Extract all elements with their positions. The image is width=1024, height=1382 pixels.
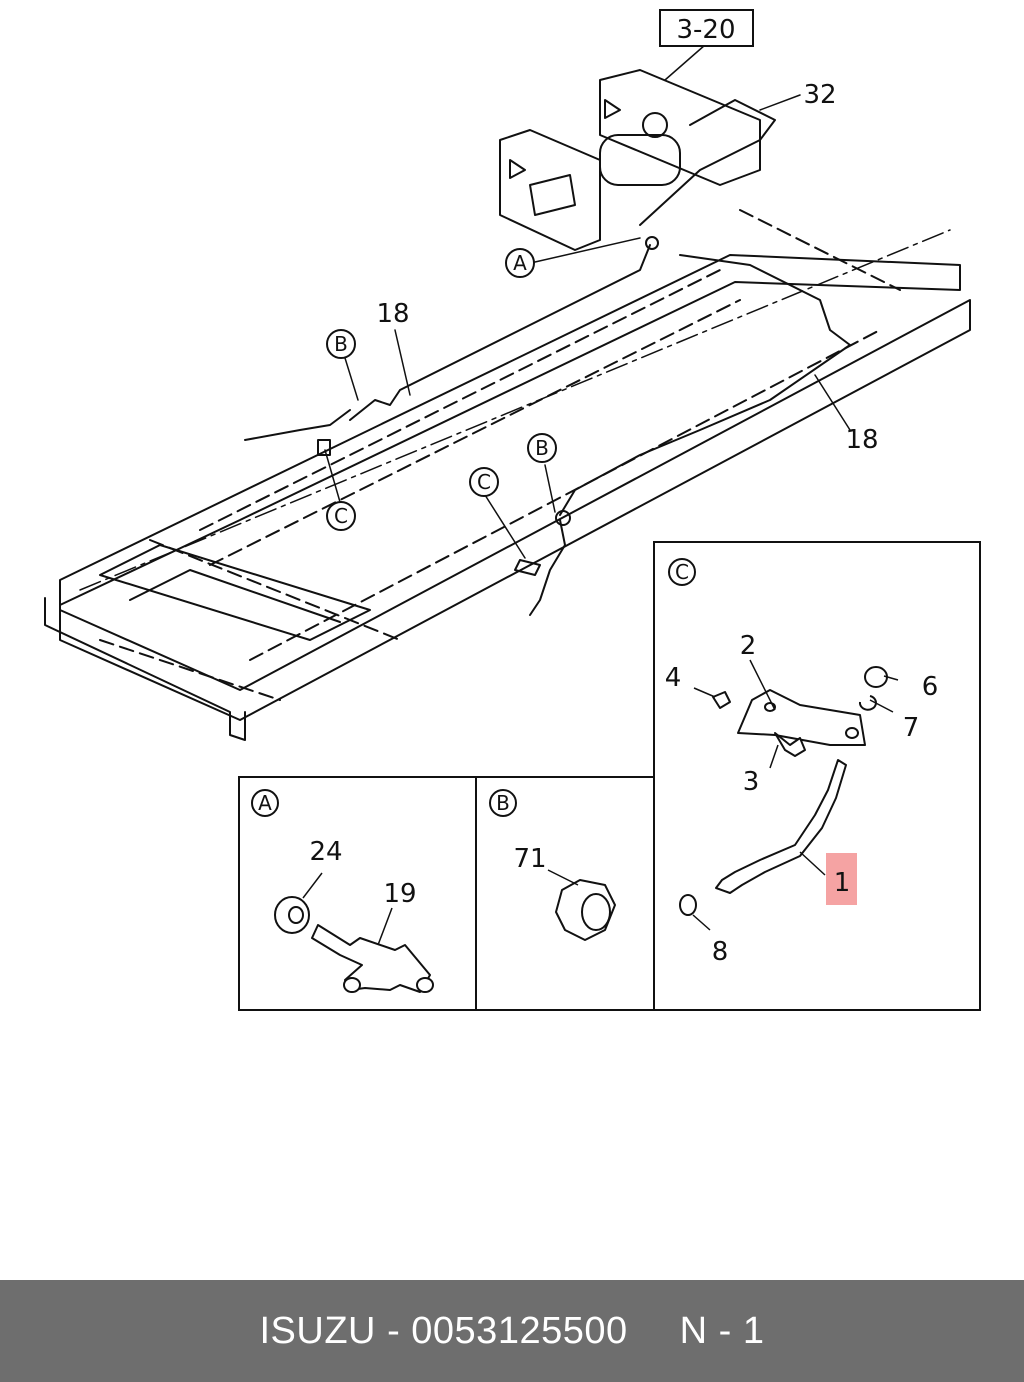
pump-body bbox=[599, 134, 681, 186]
part-7-washer bbox=[858, 695, 877, 711]
svg-text:A: A bbox=[258, 791, 272, 815]
detail-box-C bbox=[653, 541, 981, 1011]
footer-caption: ISUZU - 0053125500 N - 1 bbox=[260, 1310, 765, 1353]
svg-text:C: C bbox=[477, 470, 491, 494]
part-label-24: 24 bbox=[309, 837, 342, 867]
part-label-2: 2 bbox=[740, 631, 757, 661]
hidden-lines bbox=[99, 209, 901, 701]
svg-text:A: A bbox=[513, 251, 527, 275]
part-label-4: 4 bbox=[665, 663, 682, 693]
line-18-lower bbox=[559, 254, 851, 516]
part-2-bracket bbox=[737, 689, 866, 746]
footer-bar: ISUZU - 0053125500 N - 1 bbox=[0, 1280, 1024, 1382]
svg-text:C: C bbox=[675, 560, 689, 584]
part-label-71: 71 bbox=[513, 844, 546, 874]
part-label-3: 3 bbox=[743, 767, 760, 797]
svg-text:B: B bbox=[334, 332, 348, 356]
circle-callout-C-upper bbox=[326, 501, 356, 531]
circle-callout-B-upper bbox=[326, 329, 356, 359]
frame-rail-lip bbox=[44, 597, 246, 741]
page-indicator: N - 1 bbox=[679, 1309, 765, 1352]
line-18-upper bbox=[349, 244, 651, 421]
svg-text:B: B bbox=[535, 436, 549, 460]
callout-18-lower: 18 bbox=[845, 425, 878, 455]
callout-18-upper: 18 bbox=[376, 299, 409, 329]
part-label-6: 6 bbox=[922, 672, 939, 702]
ref-box-label: 3-20 bbox=[676, 15, 735, 45]
mount-bracket bbox=[499, 129, 601, 251]
part-8-oring bbox=[679, 894, 697, 916]
line-32 bbox=[639, 99, 776, 226]
circle-callout-A bbox=[505, 248, 535, 278]
footer-separator: - bbox=[387, 1309, 401, 1352]
svg-text:C: C bbox=[334, 504, 348, 528]
part-19-tee-fitting bbox=[311, 924, 431, 993]
frame-rail-bottom bbox=[59, 299, 971, 721]
part-3-bolt bbox=[774, 732, 806, 757]
part-4-nut bbox=[712, 691, 731, 709]
part-label-8: 8 bbox=[712, 937, 729, 967]
part-6-nut bbox=[864, 666, 888, 688]
part-number: 0053125500 bbox=[411, 1309, 628, 1352]
circle-callout-C-lower bbox=[469, 467, 499, 497]
part-label-7: 7 bbox=[903, 713, 920, 743]
part-label-19: 19 bbox=[383, 879, 416, 909]
callout-32: 32 bbox=[803, 80, 836, 110]
crossmember bbox=[99, 544, 371, 641]
brand-name: ISUZU bbox=[259, 1309, 376, 1352]
part-1-highlight bbox=[826, 853, 857, 905]
parts-diagram: 3-20 32 18 18 A B C B C A B C 24 19 bbox=[44, 9, 981, 1011]
svg-text:B: B bbox=[496, 791, 510, 815]
part-label-1: 1 bbox=[834, 868, 851, 898]
part-1-hose bbox=[715, 759, 847, 894]
ref-box bbox=[659, 9, 754, 47]
frame-rail-top bbox=[59, 254, 961, 606]
circle-callout-B-lower bbox=[527, 433, 557, 463]
